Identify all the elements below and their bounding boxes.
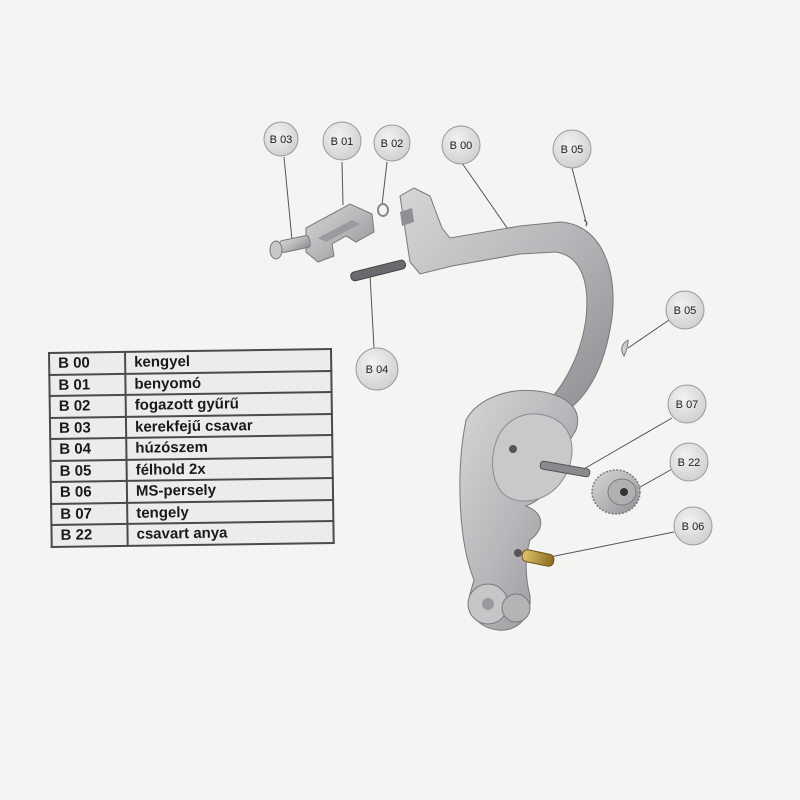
- callout-b01: B 01: [322, 121, 362, 161]
- part-name: félhold 2x: [126, 456, 333, 481]
- part-code: B 05: [50, 459, 127, 482]
- callout-label: B 05: [561, 144, 584, 156]
- part-name: tengely: [127, 499, 334, 524]
- parts-legend-table: B 00 kengyel B 01 benyomó B 02 fogazott …: [48, 348, 335, 547]
- part-code: B 01: [49, 373, 126, 396]
- callout-b05-top: B 05: [552, 129, 592, 169]
- part-name: húzószem: [126, 435, 333, 460]
- stirrup-face-disc: [492, 413, 573, 502]
- part-name: benyomó: [125, 370, 332, 395]
- part-name: kerekfejű csavar: [125, 413, 333, 438]
- callout-label: B 07: [676, 399, 699, 411]
- part-name: fogazott gyűrű: [125, 392, 332, 417]
- axle-part: [539, 460, 591, 478]
- table-row: B 22 csavart anya: [51, 521, 334, 547]
- pressing-piece-part: [305, 203, 375, 263]
- part-code: B 07: [51, 502, 128, 525]
- roller-hub: [482, 598, 494, 610]
- leader-b22: [634, 467, 675, 491]
- callout-label: B 01: [331, 136, 354, 148]
- callout-label: B 00: [450, 140, 473, 152]
- part-code: B 06: [50, 480, 128, 504]
- leader-b01: [341, 161, 344, 206]
- leader-b04: [369, 274, 375, 349]
- callout-label: B 02: [381, 138, 404, 150]
- part-name: kengyel: [125, 349, 332, 374]
- stirrup-part: [399, 187, 614, 631]
- leader-b00: [461, 162, 513, 236]
- stirrup-hole-axle: [509, 445, 517, 453]
- leader-lines: [283, 156, 675, 559]
- callout-label: B 03: [270, 134, 293, 146]
- leader-b02: [381, 161, 388, 206]
- toothed-ring-part: [377, 203, 389, 217]
- stirrup-notch: [400, 208, 414, 226]
- stirrup-hole-bush: [514, 549, 522, 557]
- callout-b02: B 02: [373, 124, 411, 162]
- callout-b04: B 04: [355, 347, 399, 391]
- callout-b22: B 22: [669, 442, 709, 482]
- callout-label: B 22: [678, 457, 701, 469]
- round-head-screw-part: [269, 235, 311, 260]
- roller-wheel-inner: [501, 593, 531, 623]
- part-code: B 04: [50, 437, 127, 461]
- part-name: csavart anya: [127, 521, 334, 546]
- callout-b06: B 06: [673, 506, 713, 546]
- part-code: B 22: [51, 523, 128, 547]
- leader-b05-right: [627, 317, 673, 349]
- callout-b00: B 00: [441, 125, 481, 165]
- part-code: B 00: [49, 351, 126, 375]
- part-code: B 03: [49, 416, 127, 439]
- leader-b06: [544, 531, 675, 559]
- leader-b05-top: [571, 167, 587, 223]
- leader-b07: [581, 417, 673, 471]
- knurled-nut-part: [591, 469, 641, 515]
- callout-label: B 04: [366, 364, 389, 376]
- callout-b05-right: B 05: [665, 290, 705, 330]
- leader-b03: [283, 156, 293, 241]
- half-moon-part-right: [621, 339, 629, 358]
- callout-b03: B 03: [263, 121, 299, 157]
- callout-b07: B 07: [667, 384, 707, 424]
- part-name: MS-persely: [126, 478, 334, 503]
- part-code: B 02: [49, 394, 126, 418]
- ms-bushing-part: [521, 549, 555, 567]
- pull-pin-part: [350, 259, 407, 282]
- callout-label: B 05: [674, 305, 697, 317]
- callout-label: B 06: [682, 521, 705, 533]
- half-moon-part-top: [583, 219, 588, 227]
- stirrup-arm: [399, 187, 614, 411]
